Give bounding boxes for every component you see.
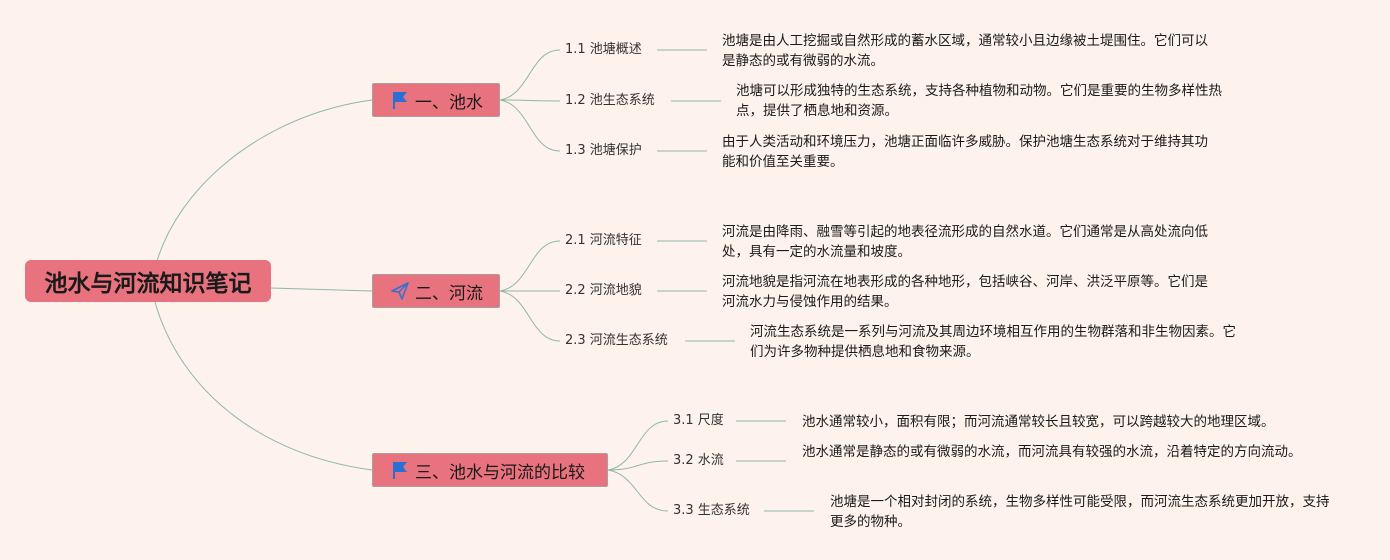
sub-topic-1-3[interactable]: 1.3 池塘保护 — [565, 143, 642, 158]
branch-topic-comparison[interactable]: 三、池水与河流的比较 — [372, 453, 608, 487]
description-1-1: 池塘是由人工挖掘或自然形成的蓄水区域，通常较小且边缘被土堤围住。它们可以是静态的… — [722, 33, 1208, 69]
connector-branch-1-sub-2 — [499, 99, 561, 102]
branch-topic-river[interactable]: 二、河流 — [372, 274, 500, 308]
sub-topic-2-3[interactable]: 2.3 河流生态系统 — [565, 333, 668, 348]
connector-branch-3-sub-2 — [607, 460, 669, 471]
description-3-2: 池水通常是静态的或有微弱的水流，而河流具有较强的水流，沿着特定的方向流动。 — [802, 444, 1302, 460]
sub-topic-2-2[interactable]: 2.2 河流地貌 — [565, 283, 642, 298]
description-1-3: 由于人类活动和环境压力，池塘正面临许多威胁。保护池塘生态系统对于维持其功能和价值… — [722, 134, 1208, 170]
flag-icon — [389, 459, 411, 481]
connector-root-branch-1 — [154, 99, 373, 269]
connector-root-branch-2 — [270, 287, 373, 292]
connector-branch-2-sub-1 — [499, 240, 561, 292]
root-title: 池水与河流知识笔记 — [44, 271, 252, 297]
description-3-3: 池塘是一个相对封闭的系统，生物多样性可能受限，而河流生态系统更加开放，支持更多的… — [830, 494, 1330, 530]
sub-topic-1-1[interactable]: 1.1 池塘概述 — [565, 42, 642, 57]
paper-plane-icon — [389, 280, 411, 302]
connector-branch-2-sub-3 — [499, 290, 561, 342]
connector-branch-1-sub-3 — [499, 99, 561, 152]
flag-icon — [389, 89, 411, 111]
sub-topic-3-3[interactable]: 3.3 生态系统 — [673, 503, 750, 518]
connector-branch-3-sub-3 — [607, 469, 669, 512]
root-topic[interactable]: 池水与河流知识笔记 — [25, 260, 271, 302]
description-2-2: 河流地貌是指河流在地表形成的各种地形，包括峡谷、河岸、洪泛平原等。它们是河流水力… — [722, 274, 1208, 310]
branch-label: 二、河流 — [415, 283, 483, 304]
description-2-1: 河流是由降雨、融雪等引起的地表径流形成的自然水道。它们通常是从高处流向低处，具有… — [722, 224, 1208, 260]
sub-topic-3-2[interactable]: 3.2 水流 — [673, 453, 724, 468]
description-2-3: 河流生态系统是一系列与河流及其周边环境相互作用的生物群落和非生物因素。它们为许多… — [750, 324, 1236, 360]
connector-branch-3-sub-1 — [607, 420, 669, 471]
sub-topic-3-1[interactable]: 3.1 尺度 — [673, 413, 724, 428]
sub-topic-1-2[interactable]: 1.2 池生态系统 — [565, 93, 655, 108]
description-1-2: 池塘可以形成独特的生态系统，支持各种植物和动物。它们是重要的生物多样性热点，提供… — [736, 83, 1222, 119]
branch-topic-pond[interactable]: 一、池水 — [372, 83, 500, 117]
sub-topic-2-1[interactable]: 2.1 河流特征 — [565, 233, 642, 248]
branch-label: 三、池水与河流的比较 — [415, 462, 585, 483]
branch-label: 一、池水 — [415, 92, 483, 113]
description-3-1: 池水通常较小，面积有限；而河流通常较长且较宽，可以跨越较大的地理区域。 — [802, 414, 1275, 430]
connector-root-branch-3 — [154, 301, 373, 471]
connector-branch-1-sub-1 — [499, 49, 561, 101]
